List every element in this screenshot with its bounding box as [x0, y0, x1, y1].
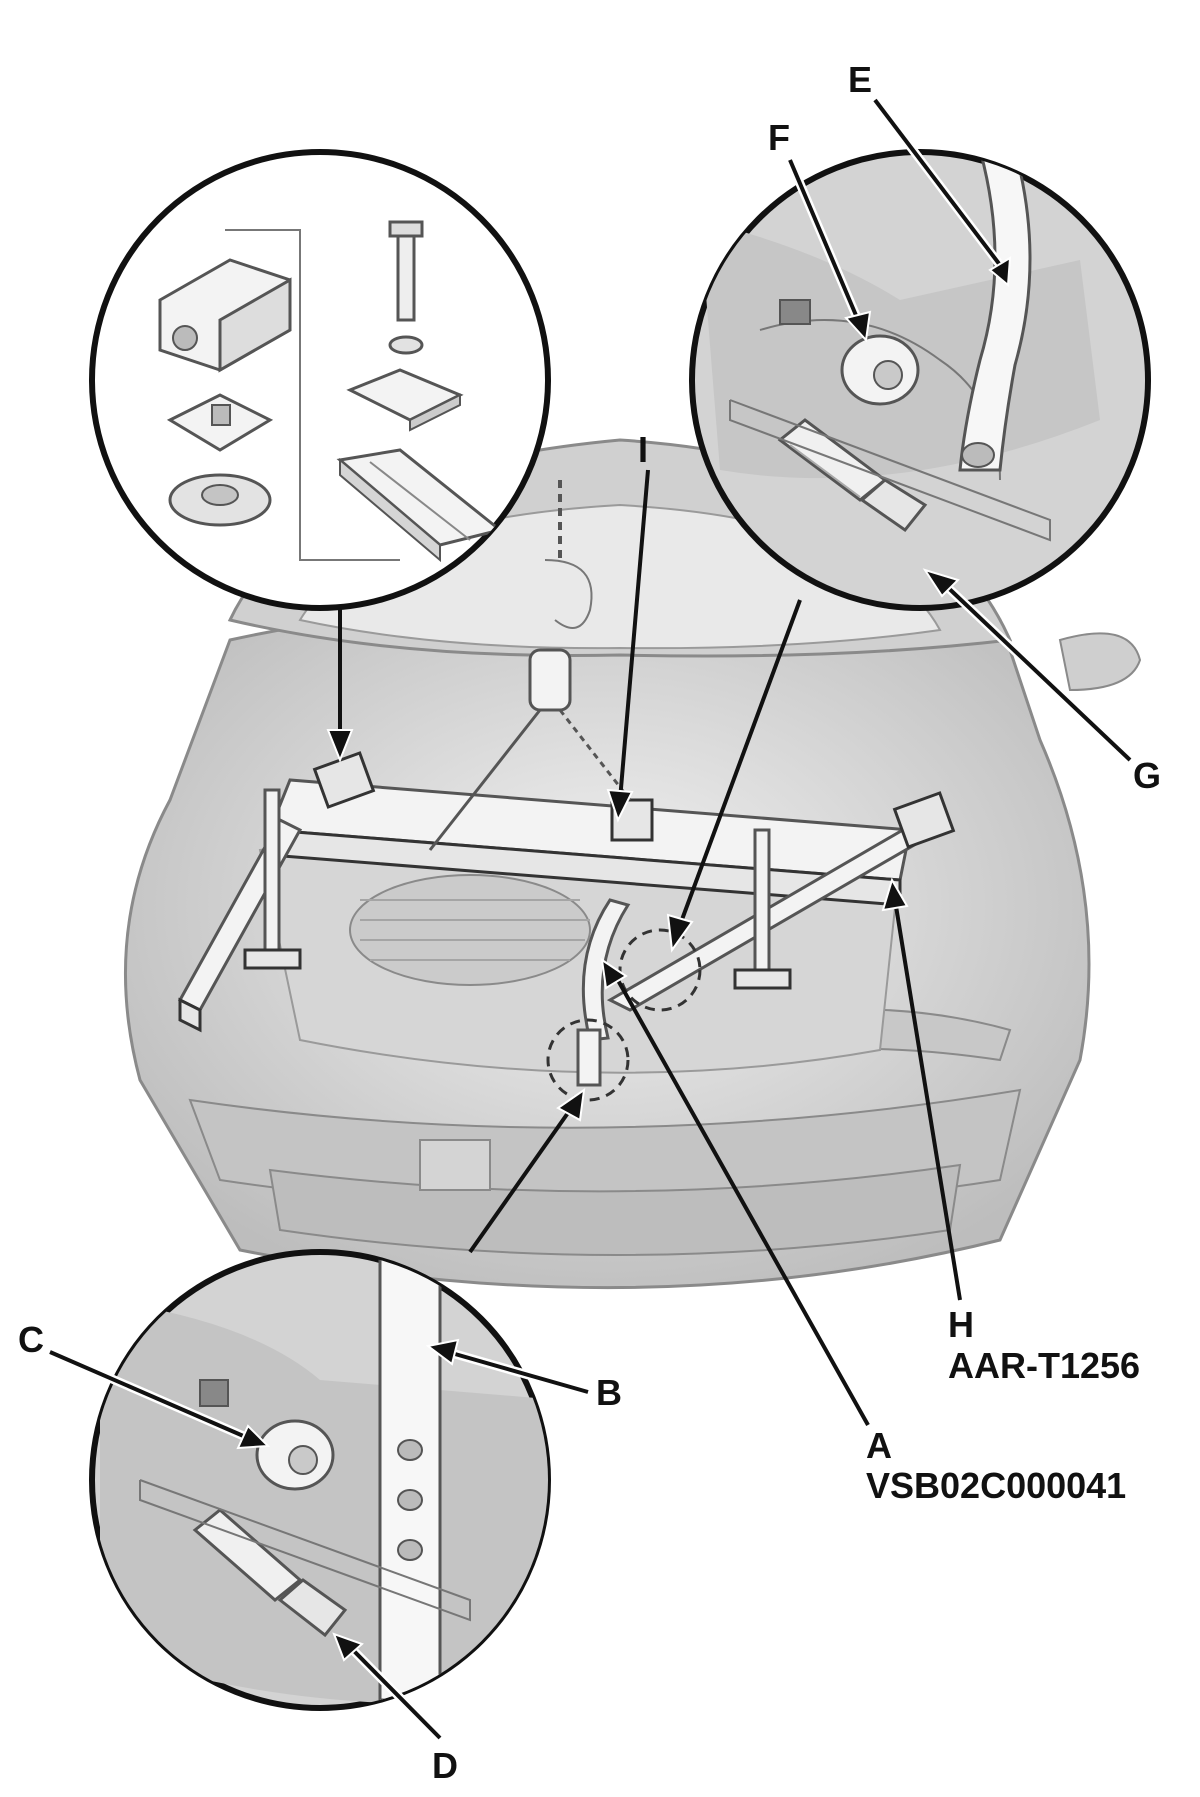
- engagement-circle-lower: [546, 1018, 630, 1102]
- hanger-plate: [378, 1252, 442, 1702]
- callout-c: C: [18, 1319, 44, 1360]
- callout-f: F: [768, 117, 790, 158]
- grille-block: [419, 1139, 491, 1191]
- callout-i: I: [638, 429, 648, 470]
- engagement-circle-center: [618, 928, 702, 1012]
- callout-h-part-number: AAR-T1256: [948, 1345, 1140, 1386]
- callout-labels: E F I G C B H AAR-T1256 A VSB02C000041 D: [18, 59, 1161, 1786]
- detail-rear-hanger: [89, 1249, 551, 1711]
- callout-a: A: [866, 1425, 892, 1466]
- side-mirror: [1058, 632, 1142, 692]
- callout-g: G: [1133, 755, 1161, 796]
- callout-e: E: [848, 59, 872, 100]
- callout-h: H: [948, 1304, 974, 1345]
- callout-b: B: [596, 1372, 622, 1413]
- callout-a-part-number: VSB02C000041: [866, 1465, 1126, 1506]
- intake-manifold: [349, 874, 591, 986]
- detail-clamp-assembly: [89, 149, 551, 611]
- callout-d: D: [432, 1745, 458, 1786]
- hoist-hook: [428, 480, 632, 851]
- hanger-bar: [958, 152, 1032, 472]
- callout-leaders: [48, 97, 1134, 1742]
- detail-leaders: [326, 599, 802, 1254]
- detail-front-hanger: [689, 149, 1151, 611]
- engine-support-bridge: [177, 480, 956, 1102]
